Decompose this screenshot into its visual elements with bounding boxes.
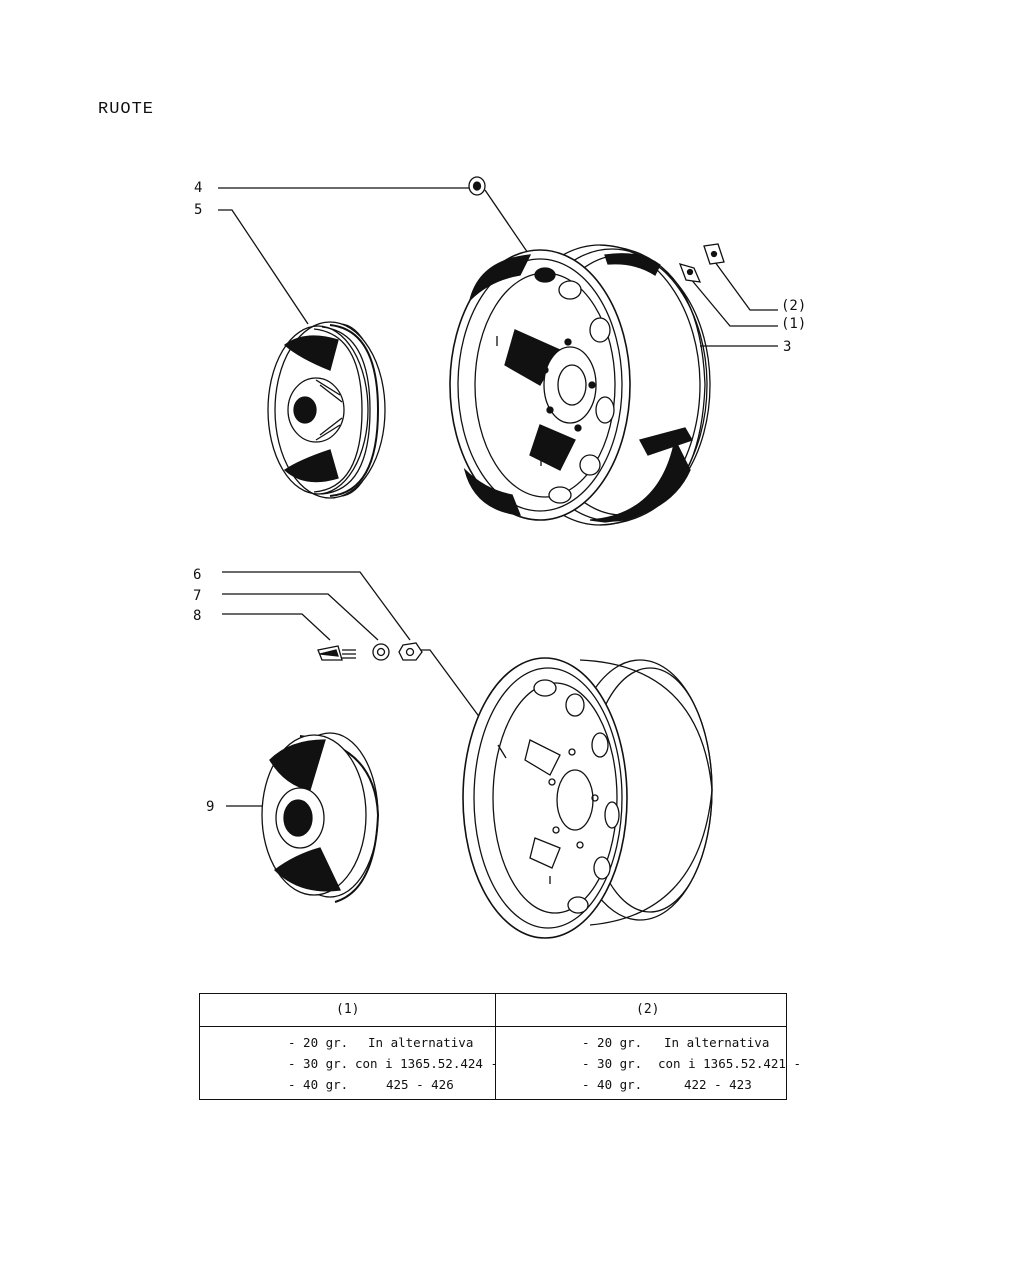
nut-part-4 <box>468 176 486 196</box>
col1-weight-1: - 20 gr. <box>288 1035 349 1050</box>
hubcap-part-5 <box>267 321 386 499</box>
callout-1: (1) <box>781 316 807 332</box>
callout-2: (2) <box>781 298 807 314</box>
table-header-divider <box>200 1026 786 1027</box>
balance-weight-2 <box>703 243 725 265</box>
table-header-col1: (1) <box>336 1002 360 1017</box>
col2-note-2: con i 1365.52.421 - <box>658 1056 801 1071</box>
leader-5 <box>218 209 309 325</box>
leader-6b <box>420 649 501 746</box>
col1-weight-2: - 30 gr. <box>288 1056 349 1071</box>
col2-note-3: 422 - 423 <box>684 1077 752 1092</box>
callout-6: 6 <box>193 567 202 583</box>
callout-8: 8 <box>193 608 202 624</box>
wheel-part-3 <box>449 244 711 526</box>
balance-weight-1 <box>678 263 702 283</box>
col1-weight-3: - 40 gr. <box>288 1077 349 1092</box>
col1-note-2: con i 1365.52.424 - <box>355 1056 498 1071</box>
table-header-col2: (2) <box>636 1002 660 1017</box>
leader-7 <box>222 593 379 641</box>
washer-part-7 <box>372 643 390 661</box>
col2-note-1: In alternativa <box>664 1035 770 1050</box>
table-column-divider <box>495 994 496 1099</box>
col2-weight-1: - 20 gr. <box>582 1035 643 1050</box>
nut-part-6 <box>398 642 423 661</box>
col2-weight-3: - 40 gr. <box>582 1077 643 1092</box>
callout-7: 7 <box>193 588 202 604</box>
hubcap-part-9 <box>261 732 380 903</box>
col1-note-3: 425 - 426 <box>386 1077 454 1092</box>
leader-1 <box>689 277 778 327</box>
col1-note-1: In alternativa <box>368 1035 474 1050</box>
weights-table: (1) (2) - 20 gr. - 30 gr. - 40 gr. In al… <box>199 993 801 1100</box>
callout-5: 5 <box>194 202 203 218</box>
lower-wheel <box>462 657 713 939</box>
leader-8 <box>222 613 331 641</box>
col2-weight-2: - 30 gr. <box>582 1056 643 1071</box>
callout-9: 9 <box>206 799 215 815</box>
callout-3: 3 <box>783 339 792 355</box>
leader-2 <box>714 261 778 311</box>
page-title: RUOTE <box>98 100 155 119</box>
callout-4: 4 <box>194 180 203 196</box>
leader-6 <box>222 571 411 641</box>
bolt-part-8 <box>317 645 356 661</box>
